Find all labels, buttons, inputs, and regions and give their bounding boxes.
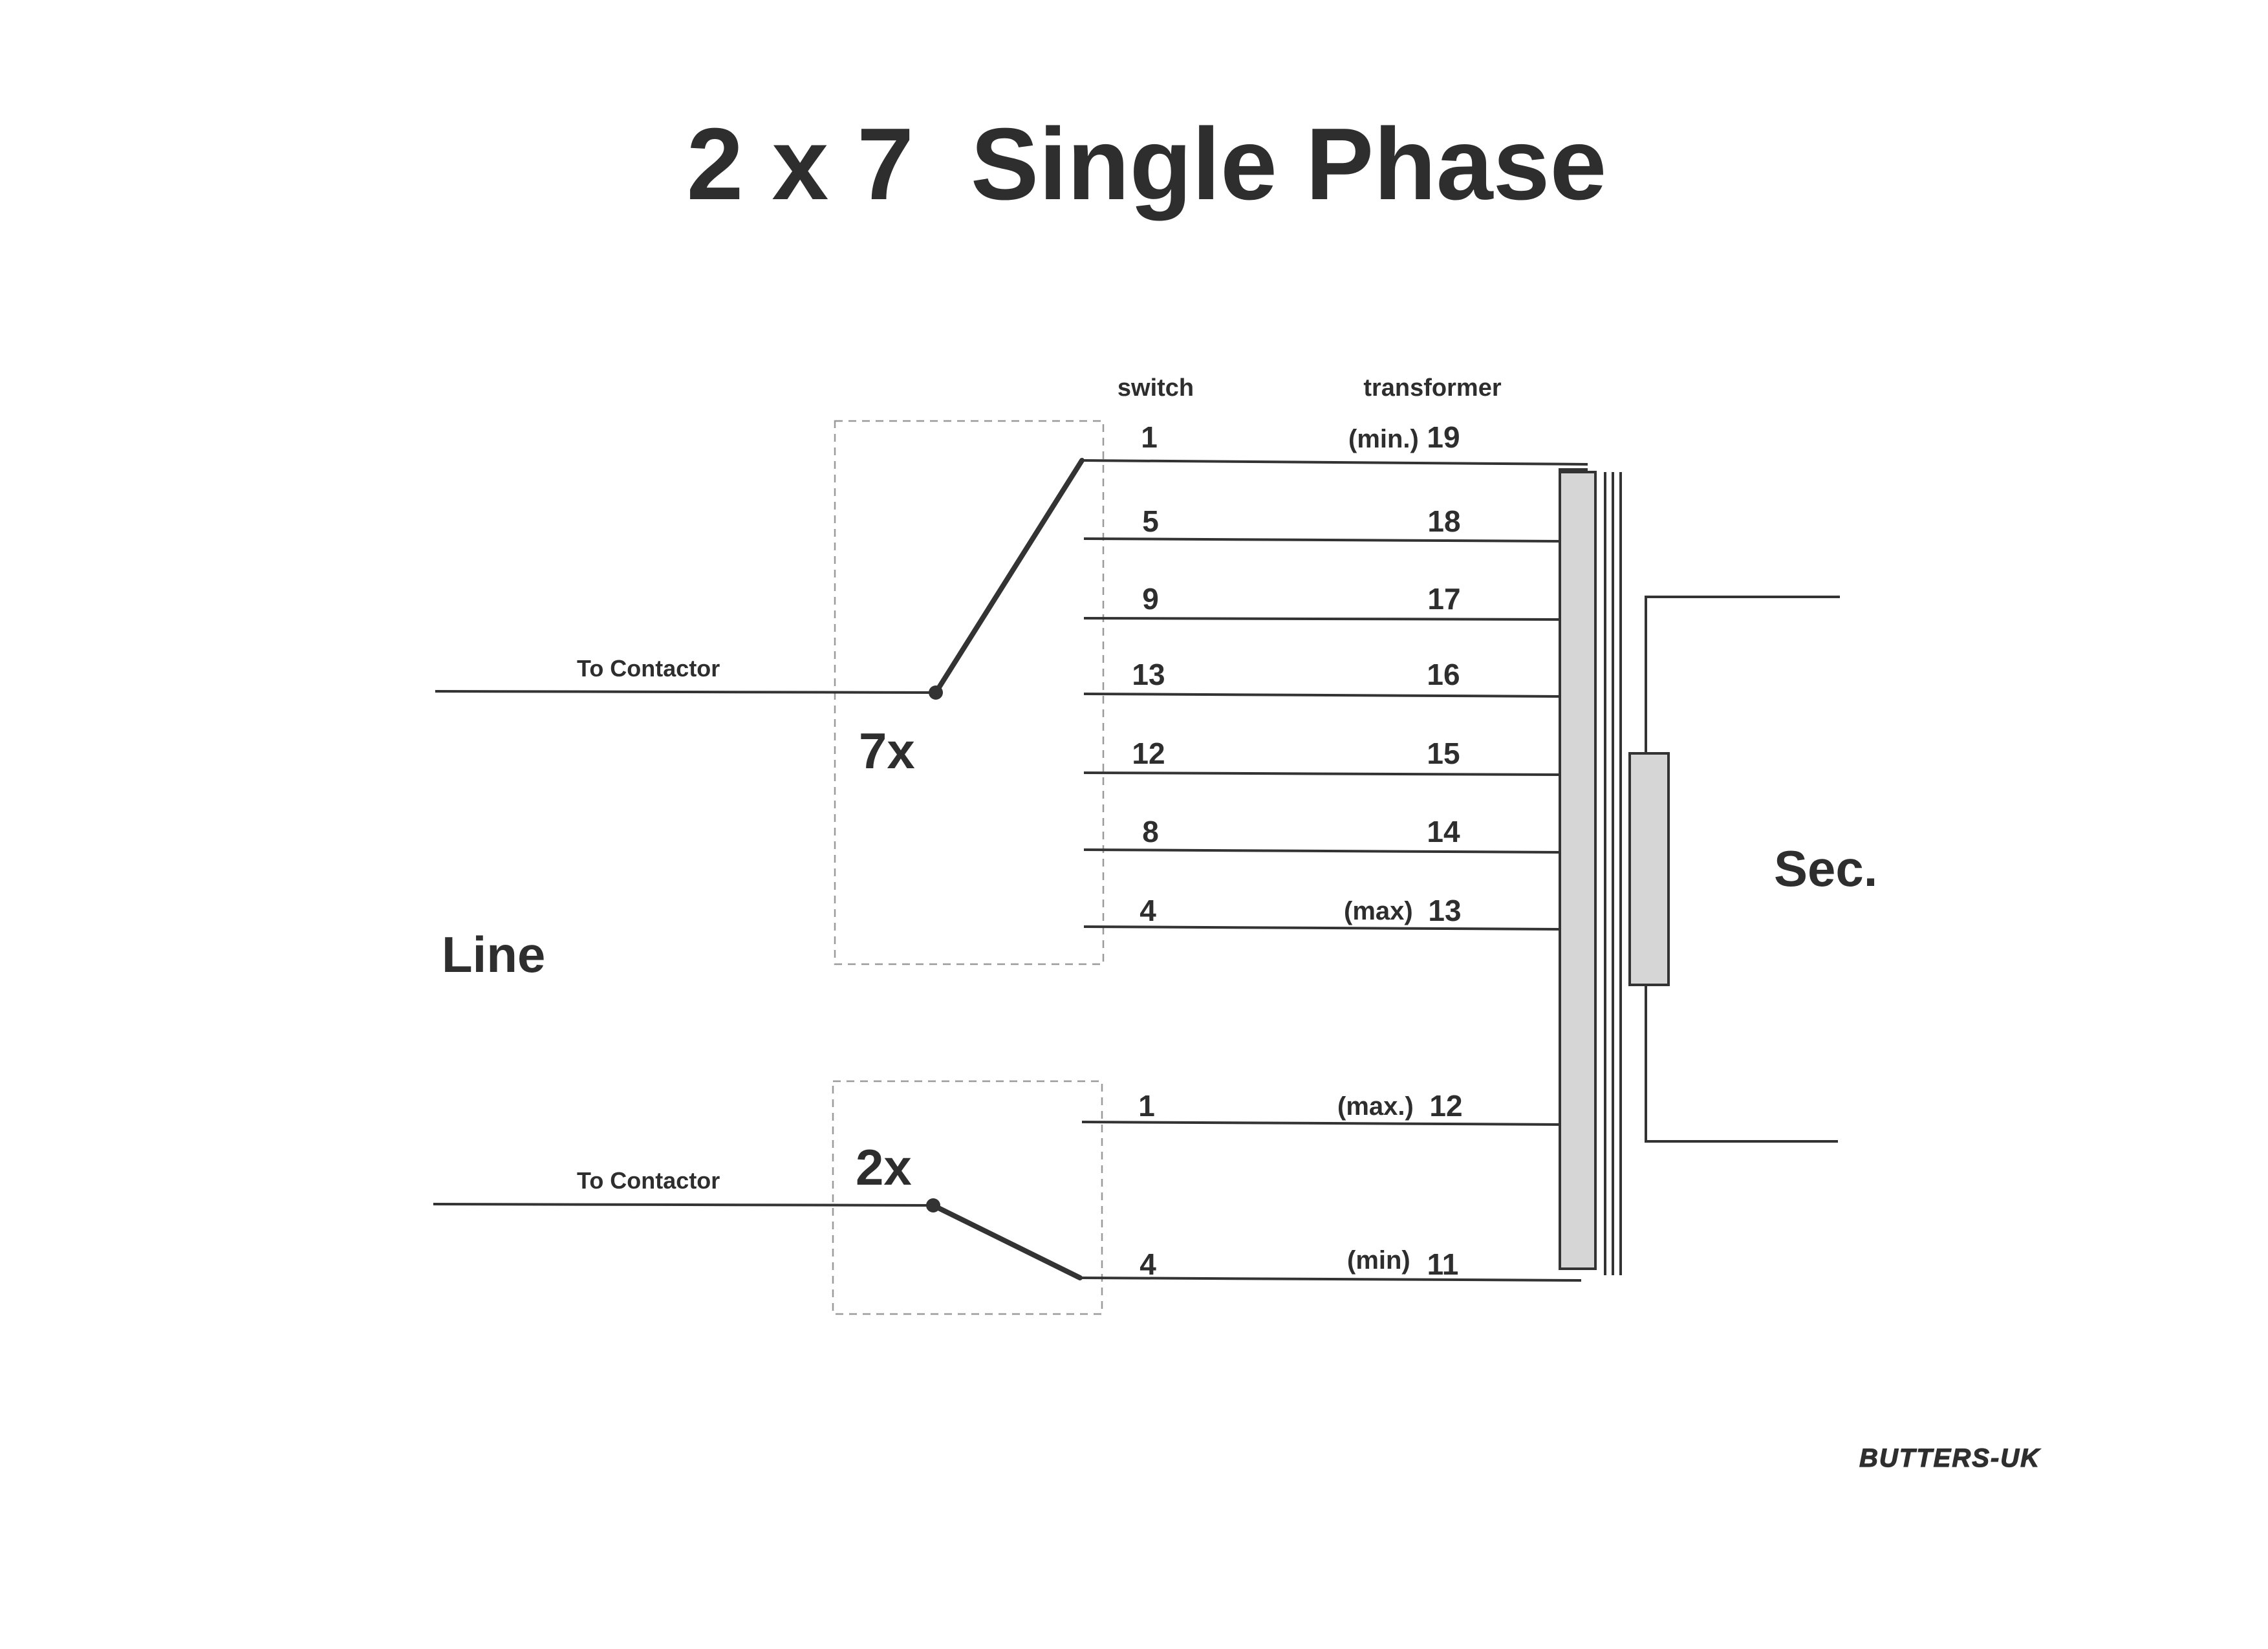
switch-number: 12 xyxy=(1132,737,1165,770)
contactor-wire-2x xyxy=(433,1203,934,1207)
tap-qualifier: (min.) xyxy=(1348,425,1419,453)
contactor-label-2x: To Contactor xyxy=(577,1167,720,1194)
switch-number: 8 xyxy=(1142,815,1159,848)
switch-number: 5 xyxy=(1142,504,1159,538)
tap-wire-7x-1 xyxy=(1081,459,1588,466)
selector-2x-box xyxy=(832,1080,1103,1315)
switch-column-header: switch xyxy=(1118,374,1194,402)
tap-wire-2x-1 xyxy=(1081,1121,1564,1126)
switch-arm-7x xyxy=(933,458,1085,695)
tap-wire-7x-7 xyxy=(1083,925,1564,931)
selector-7x-label: 7x xyxy=(859,722,915,779)
switch-number: 1 xyxy=(1141,420,1158,454)
tap-wire-2x-2 xyxy=(1079,1277,1582,1282)
switch-number: 4 xyxy=(1139,1247,1156,1281)
tap-wire-7x-4 xyxy=(1083,693,1564,698)
switch-number: 13 xyxy=(1132,658,1165,691)
pivot-dot-7x xyxy=(929,685,943,700)
transformer-tap-number: 16 xyxy=(1427,658,1460,691)
switch-number: 4 xyxy=(1139,894,1156,927)
secondary-winding xyxy=(1628,752,1670,986)
primary-winding xyxy=(1559,471,1597,1270)
line-label: Line xyxy=(442,926,545,983)
tap-wire-7x-6 xyxy=(1083,848,1564,854)
tap-qualifier: (max) xyxy=(1344,897,1413,925)
tap-wire-7x-5 xyxy=(1083,771,1564,776)
contactor-label-7x: To Contactor xyxy=(577,655,720,682)
transformer-tap-number: 14 xyxy=(1427,815,1460,848)
secondary-wire-top xyxy=(1645,596,1840,753)
switch-number: 1 xyxy=(1138,1089,1155,1123)
brand-logo: BUTTERS-UK xyxy=(1859,1444,2041,1472)
transformer-tap-number: 19 xyxy=(1427,420,1460,454)
selector-2x-label: 2x xyxy=(856,1139,912,1196)
transformer-tap-number: 11 xyxy=(1427,1247,1459,1281)
switch-number: 9 xyxy=(1142,582,1159,616)
tap-wire-7x-3 xyxy=(1083,617,1564,621)
tap-labels-2x: 1 (max.) 12 4 (min) 11 xyxy=(1138,1089,1462,1281)
pivot-dot-2x xyxy=(926,1198,940,1212)
transformer-tap-number: 12 xyxy=(1429,1089,1462,1123)
transformer-tap-number: 18 xyxy=(1427,504,1460,538)
transformer-column-header: transformer xyxy=(1363,374,1501,402)
switch-arm-2x xyxy=(931,1203,1083,1280)
secondary-label: Sec. xyxy=(1774,840,1877,897)
tap-qualifier: (max.) xyxy=(1337,1092,1414,1121)
secondary-wire-bottom xyxy=(1645,985,1838,1143)
diagram-title: 2 x 7 Single Phase xyxy=(687,107,1607,221)
transformer-tap-number: 15 xyxy=(1427,737,1460,770)
transformer-tap-number: 17 xyxy=(1427,582,1460,616)
tap-wire-7x-2 xyxy=(1083,537,1564,543)
transformer-tap-number: 13 xyxy=(1428,894,1461,927)
tap-labels-7x: 1 (min.) 19 5 18 9 17 13 16 12 15 8 14 4… xyxy=(1132,420,1461,927)
contactor-wire-7x xyxy=(435,690,936,694)
tap-qualifier: (min) xyxy=(1347,1246,1410,1275)
